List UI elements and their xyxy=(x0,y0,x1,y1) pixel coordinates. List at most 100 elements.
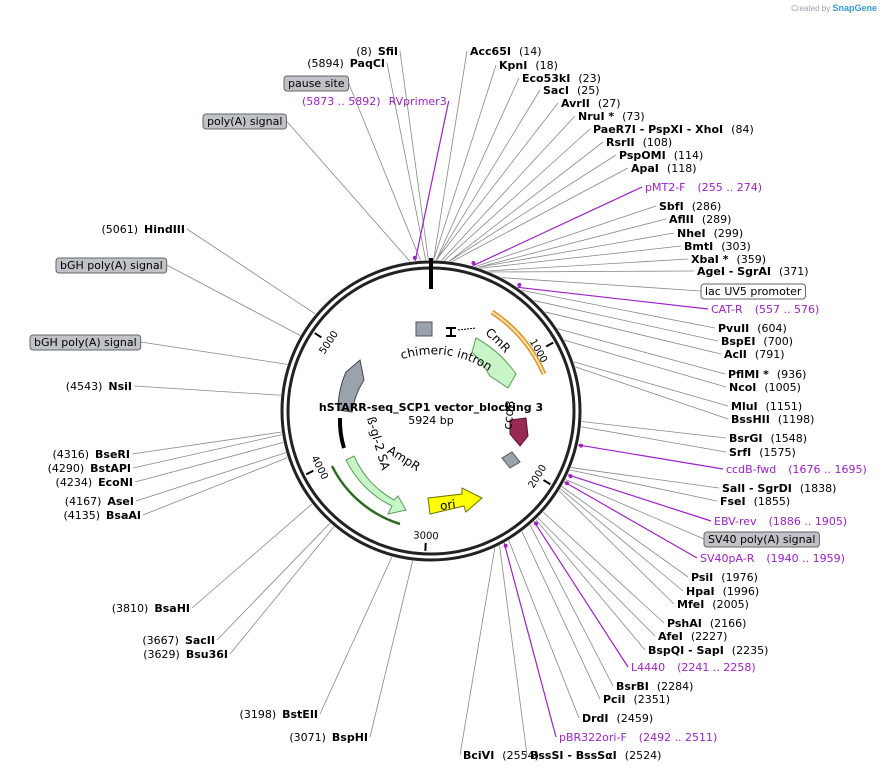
leader-line xyxy=(135,452,286,502)
enzyme-site-aflii: AflII(289) xyxy=(669,213,731,226)
leader-line xyxy=(489,270,695,273)
site-position: (4135) xyxy=(63,509,100,522)
leader-line xyxy=(503,542,557,738)
feature-tag-box xyxy=(202,113,287,130)
leader-line xyxy=(449,141,604,262)
site-enzyme: PaqCI xyxy=(350,57,385,70)
cmr-arrow xyxy=(471,337,517,389)
site-enzyme: BstEII xyxy=(282,708,318,721)
site-enzyme: BssHII xyxy=(731,413,770,426)
site-enzyme: HpaI xyxy=(686,585,715,598)
black-segment xyxy=(337,417,346,449)
leader-line xyxy=(544,311,722,355)
leader-line xyxy=(558,490,675,605)
site-enzyme: PciI xyxy=(603,693,625,706)
primer-site-marker xyxy=(579,443,584,448)
site-enzyme: BssSI - BssSαI xyxy=(530,749,617,762)
primer-site-marker xyxy=(471,260,476,265)
primer-position: (557 .. 576) xyxy=(755,303,820,316)
site-position: (1151) xyxy=(766,400,803,413)
primer-position: (1940 .. 1959) xyxy=(766,552,845,565)
leader-line xyxy=(564,481,698,559)
site-position: (2351) xyxy=(633,693,670,706)
site-enzyme: SacII xyxy=(185,634,215,647)
site-position: (2235) xyxy=(732,644,769,657)
gray-feature-box xyxy=(501,451,521,469)
site-enzyme: BsaAI xyxy=(106,509,141,522)
enzyme-site-pspomi: PspOMI(114) xyxy=(619,149,703,162)
site-position: (5061) xyxy=(101,223,138,236)
leader-line xyxy=(560,488,684,592)
tick-mark xyxy=(542,479,551,486)
feature-label-ccdb: ccdB xyxy=(500,400,517,430)
enzyme-site-afei: AfeI(2227) xyxy=(658,630,727,643)
enzyme-site-pflmi: PflMI *(936) xyxy=(728,368,806,381)
site-position: (303) xyxy=(721,240,751,253)
site-position: (2284) xyxy=(657,680,694,693)
leader-line xyxy=(535,519,646,651)
feature-tag-lac-uv5-promoter: lac UV5 promoter xyxy=(700,283,806,300)
feature-tag-text: poly(A) signal xyxy=(207,115,282,128)
site-enzyme: EcoNI xyxy=(98,476,133,489)
enzyme-site-drdi: DrdI(2459) xyxy=(582,712,653,725)
site-enzyme: Eco53kI xyxy=(522,72,570,85)
feature-tag-sv40-poly-a-signal: SV40 poly(A) signal xyxy=(703,531,820,548)
site-position: (2005) xyxy=(712,598,749,611)
primer-sv40pa-r: (1940 .. 1959)SV40pA-R xyxy=(700,552,845,565)
leader-line xyxy=(573,361,729,407)
primer-rvprimer3: (5873 .. 5892)RVprimer3 xyxy=(302,95,447,108)
site-enzyme: BstAPI xyxy=(90,462,131,475)
site-enzyme: BsrBI xyxy=(616,680,649,693)
enzyme-site-bsaai: (4135) BsaAI xyxy=(63,509,141,522)
site-enzyme: PsiI xyxy=(691,571,713,584)
primer-position: (255 .. 274) xyxy=(698,181,763,194)
site-enzyme: Bsu36I xyxy=(186,648,228,661)
leader-line xyxy=(537,517,656,637)
site-position: (1005) xyxy=(764,381,801,394)
feature-tag-box xyxy=(700,283,806,300)
enzyme-site-pshai: PshAI(2166) xyxy=(667,617,746,630)
enzyme-site-ncoi: NcoI(1005) xyxy=(729,381,801,394)
enzyme-site-asei: (4167)AseI xyxy=(65,495,134,508)
leader-line xyxy=(191,503,313,609)
enzyme-site-avrii: AvrII(27) xyxy=(561,97,621,110)
tick-label: 2000 xyxy=(527,463,550,490)
enzyme-site-bsssi-bsss-i: BssSI - BssSαI (2524) xyxy=(530,749,661,762)
leader-line xyxy=(521,290,716,329)
leader-line xyxy=(557,328,726,375)
leader-line xyxy=(508,540,580,719)
site-position: (114) xyxy=(674,149,704,162)
site-enzyme: BsaHI xyxy=(154,602,190,615)
leader-line xyxy=(581,426,727,453)
enzyme-site-hpai: HpaI(1996) xyxy=(686,585,759,598)
tick-mark xyxy=(314,332,322,339)
enzyme-site-bcivi: BciVI(2554) xyxy=(463,749,539,762)
leader-line xyxy=(480,245,682,269)
enzyme-site-pvuii: PvuII(604) xyxy=(718,322,787,335)
site-position: (14) xyxy=(519,45,542,58)
site-position: (1976) xyxy=(721,571,758,584)
enzyme-site-paqci: (5894)PaqCI xyxy=(307,57,385,70)
site-position: (359) xyxy=(736,253,766,266)
enzyme-site-bsshii: BssHII (1198) xyxy=(731,413,814,426)
site-position: (2524) xyxy=(625,749,662,762)
site-enzyme: AclI xyxy=(724,348,747,361)
feature-tag-box xyxy=(55,257,168,274)
orange-feature-arc-core xyxy=(491,311,545,375)
site-enzyme: SalI - SgrDI xyxy=(722,482,792,495)
primer-site-marker xyxy=(568,474,573,479)
intron-i-marker xyxy=(446,327,456,337)
site-position: (791) xyxy=(755,348,785,361)
feature-tag-pause-site: pause site xyxy=(283,75,350,92)
primer-ccdb-fwd: (1676 .. 1695)ccdB-fwd xyxy=(726,463,867,476)
enzyme-site-bsrbi: BsrBI (2284) xyxy=(616,680,693,693)
site-position: (1198) xyxy=(778,413,815,426)
enzyme-site-bspqi-sapi: BspQI - SapI (2235) xyxy=(648,644,768,657)
site-enzyme: PshAI xyxy=(667,617,702,630)
enzyme-site-eco53ki: Eco53kI(23) xyxy=(522,72,601,85)
leader-line xyxy=(472,186,643,267)
leader-line xyxy=(441,115,576,261)
primer-position: (2492 .. 2511) xyxy=(639,731,718,744)
primer-l4440: (2241 .. 2258)L4440 xyxy=(631,661,756,674)
site-enzyme: BspQI - SapI xyxy=(648,644,724,657)
